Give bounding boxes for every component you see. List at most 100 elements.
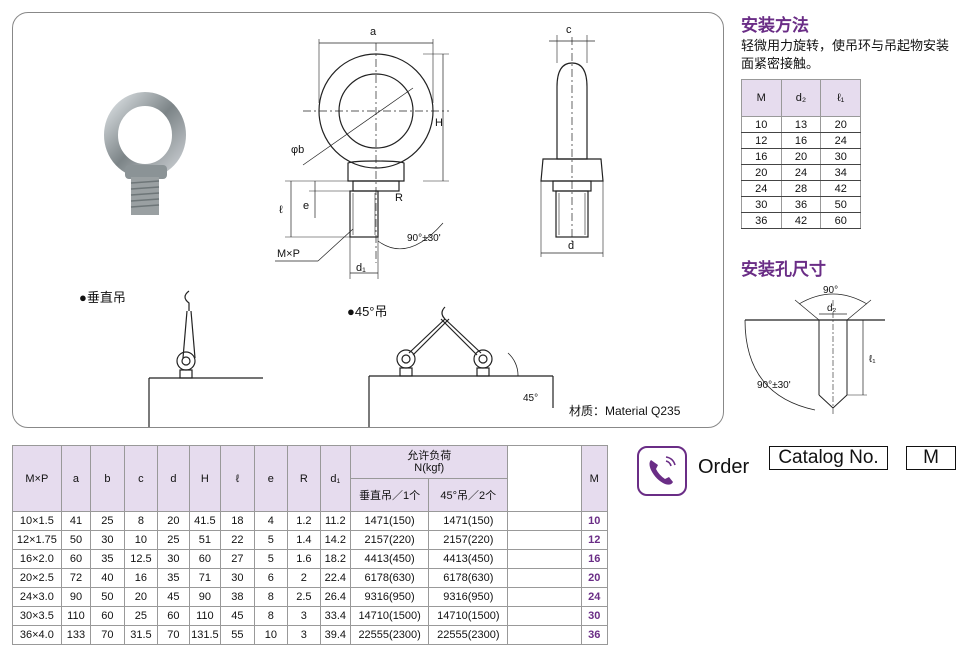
cell: 30 (157, 549, 190, 569)
cell: 1.4 (287, 530, 321, 550)
col-a: a (60, 445, 92, 512)
cell: 9316(950) (428, 587, 509, 607)
cell: 42 (780, 212, 822, 229)
install-col-d2: d₂ (780, 79, 822, 117)
eye-bolt-photo (104, 92, 186, 215)
cell: 34 (820, 164, 861, 181)
cell: 72 (60, 568, 92, 588)
cell: 30×3.5 (12, 606, 62, 626)
cell: 20×2.5 (12, 568, 62, 588)
cell: 1471(150) (428, 511, 509, 531)
cell: 36×4.0 (12, 625, 62, 645)
install-method-title: 安装方法 (741, 16, 809, 35)
cell: 16 (741, 148, 782, 165)
cell: 41.5 (188, 511, 222, 531)
cell: 20 (580, 568, 608, 588)
cell: 14710(1500) (350, 606, 430, 626)
hole-l1: ℓ₁ (869, 354, 876, 365)
col-c: c (123, 445, 159, 512)
cell: 12×1.75 (12, 530, 62, 550)
phone-icon[interactable] (637, 446, 687, 496)
cell: 10 (580, 511, 608, 531)
cell: 24×3.0 (12, 587, 62, 607)
dim-e: e (303, 200, 309, 212)
hole-angle-top: 90° (823, 285, 838, 296)
hole-size-title: 安装孔尺寸 (741, 260, 826, 279)
cell: 27 (220, 549, 255, 569)
cell: 24 (580, 587, 608, 607)
cell: 8 (123, 511, 159, 531)
hole-drawing: 90° d₂ ℓ₁ 90°±30' (744, 285, 885, 416)
col-b: b (90, 445, 125, 512)
angle45-lift-label: ●45°吊 (347, 304, 388, 319)
cell: 42 (820, 180, 861, 197)
cell: 1.6 (287, 549, 321, 569)
hole-angle-side: 90°±30' (757, 380, 791, 391)
cell: 14.2 (319, 530, 352, 550)
hole-d2: d₂ (827, 303, 837, 314)
cell: 16×2.0 (12, 549, 62, 569)
cell: 8 (253, 606, 289, 626)
cell: 35 (90, 549, 125, 569)
cell: 60 (820, 212, 861, 229)
dim-r: R (395, 192, 403, 204)
cell: 6178(630) (350, 568, 430, 588)
cell: 31.5 (123, 625, 159, 645)
col-m: M (580, 445, 608, 512)
col-load-vertical: 垂直吊／1个 (350, 478, 430, 512)
cell: 3 (287, 625, 321, 645)
cell: 60 (90, 606, 125, 626)
spec-table: M×P a b c d H ℓ e R d₁ 允许负荷 N(kgf) M 垂直吊… (12, 445, 608, 645)
cell: 41 (60, 511, 92, 531)
cell (507, 625, 582, 645)
cell: 22 (220, 530, 255, 550)
col-h: H (188, 445, 222, 512)
cell: 2 (287, 568, 321, 588)
cell: 13 (780, 116, 822, 133)
dim-mxp: M×P (277, 248, 300, 260)
vertical-lift-label: ●垂直吊 (79, 290, 126, 305)
cell: 22.4 (319, 568, 352, 588)
col-allowable-load: 允许负荷 N(kgf) (350, 445, 509, 479)
order-label: Order (698, 456, 750, 478)
cell: 4413(450) (428, 549, 509, 569)
cell: 36 (780, 196, 822, 213)
cell: 1471(150) (350, 511, 430, 531)
dim-a: a (370, 26, 377, 38)
cell: 110 (60, 606, 92, 626)
cell: 30 (220, 568, 255, 588)
cell: 38 (220, 587, 255, 607)
cell: 2157(220) (350, 530, 430, 550)
m-box[interactable]: M (906, 446, 956, 470)
cell: 90 (188, 587, 222, 607)
cell (507, 606, 582, 626)
cell: 25 (123, 606, 159, 626)
cell: 1.2 (287, 511, 321, 531)
col-d1: d₁ (319, 445, 352, 512)
catalog-no-box[interactable]: Catalog No. (769, 446, 888, 470)
cell: 2157(220) (428, 530, 509, 550)
cell: 90 (60, 587, 92, 607)
col-mxp: M×P (12, 445, 62, 512)
col-r: R (287, 445, 321, 512)
cell: 12 (741, 132, 782, 149)
cell: 22555(2300) (350, 625, 430, 645)
cell: 50 (820, 196, 861, 213)
dim-phi-b: φb (291, 144, 304, 156)
cell: 33.4 (319, 606, 352, 626)
cell: 25 (157, 530, 190, 550)
cell: 70 (157, 625, 190, 645)
cell: 30 (820, 148, 861, 165)
front-view (275, 39, 449, 279)
cell: 4 (253, 511, 289, 531)
cell: 22555(2300) (428, 625, 509, 645)
dim-c: c (566, 24, 572, 36)
